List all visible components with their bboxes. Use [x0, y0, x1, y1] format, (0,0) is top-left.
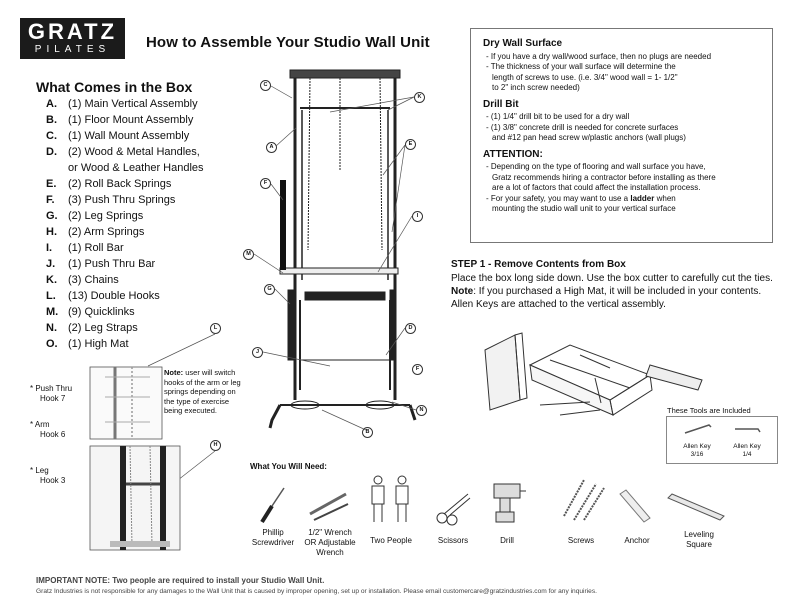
info-line: - (1) 3/8" concrete drill is needed for … [486, 122, 679, 132]
logo-line1: GRATZ [27, 19, 118, 44]
need-item-screws: Screws [567, 536, 595, 545]
callout-e: E [405, 139, 416, 150]
info-line: - (1) 1/4" drill bit to be used for a dr… [486, 112, 630, 121]
list-item: I.(1) Roll Bar [46, 242, 124, 254]
leveling-square-icon [667, 493, 725, 521]
wall-unit-diagram [268, 69, 417, 429]
user-note: Note: user will switch hooks of the arm … [164, 368, 241, 415]
box-heading: What Comes in the Box [36, 79, 193, 95]
anchor-icon [619, 489, 651, 523]
need-item-drill: Drill [500, 536, 514, 545]
info-line: and #12 pan head screw w/plastic anchors… [492, 133, 686, 142]
callout-d: D [405, 323, 416, 334]
allen-key-icon [735, 428, 761, 433]
callout-h: H [210, 440, 221, 451]
two-people-icon [371, 475, 409, 522]
info-line: - Depending on the type of flooring and … [486, 162, 706, 171]
list-item: E.(2) Roll Back Springs [46, 178, 172, 190]
info-line: Gratz recommends hiring a contractor bef… [492, 172, 716, 182]
list-item: O.(1) High Mat [46, 338, 129, 350]
callout-f2: F [412, 364, 423, 375]
list-item: L.(13) Double Hooks [46, 290, 160, 302]
info-line: - For your safety, you may want to use a… [486, 193, 676, 203]
step1-heading: STEP 1 - Remove Contents from Box [451, 259, 626, 270]
step1-body: Place the box long side down. Use the bo… [451, 273, 773, 310]
attention-heading: ATTENTION: [483, 148, 543, 160]
logo-line2: PILATES [34, 44, 111, 55]
scissors-icon [436, 493, 471, 526]
drill-icon [493, 483, 526, 523]
list-item: D.(2) Wood & Metal Handles, [46, 146, 200, 158]
callout-l: L [210, 323, 221, 334]
info-box: Dry Wall Surface - If you have a dry wal… [470, 28, 773, 243]
leg-hook-detail-image [89, 445, 181, 551]
list-item: K.(3) Chains [46, 274, 119, 286]
important-note: IMPORTANT NOTE: Two people are required … [36, 576, 325, 585]
info-line: length of screws to use. (i.e. 3/4" wood… [492, 72, 678, 82]
list-item: J.(1) Push Thru Bar [46, 258, 156, 270]
box-contents-list: A.(1) Main Vertical Assembly B.(1) Floor… [46, 96, 246, 352]
list-item: A.(1) Main Vertical Assembly [46, 98, 198, 110]
tools-included-label: These Tools are Included [667, 406, 751, 415]
info-line: to 2" inch screw needed) [492, 83, 580, 92]
list-item: F.(3) Push Thru Springs [46, 194, 176, 206]
callout-i: I [412, 211, 423, 222]
callout-m: M [243, 249, 254, 260]
callout-j: J [252, 347, 263, 358]
callout-c: C [260, 80, 271, 91]
callout-a: A [266, 142, 277, 153]
callout-n: N [416, 405, 427, 416]
list-item: N.(2) Leg Straps [46, 322, 138, 334]
info-line: mounting the studio wall unit to your ve… [492, 204, 676, 213]
allen-key-icon [684, 424, 712, 434]
info-line: are a lot of factors that could affect t… [492, 183, 701, 192]
info-line: - If you have a dry wall/wood surface, t… [486, 51, 712, 61]
list-item: M.(9) Quicklinks [46, 306, 135, 318]
need-item-two-people: Two People [370, 536, 412, 545]
gratz-logo: GRATZ PILATES [20, 18, 125, 59]
screwdriver-icon [260, 487, 285, 524]
list-item: B.(1) Floor Mount Assembly [46, 114, 194, 126]
drywall-heading: Dry Wall Surface [483, 38, 563, 49]
list-item: H.(2) Arm Springs [46, 226, 145, 238]
box-illustration [484, 332, 703, 416]
drill-bit-heading: Drill Bit [483, 98, 519, 110]
callout-f: F [260, 178, 271, 189]
list-item: G.(2) Leg Springs [46, 210, 144, 222]
callout-b: B [362, 427, 373, 438]
callout-k: K [414, 92, 425, 103]
wrench-icon [309, 492, 349, 521]
screws-icon [563, 479, 605, 521]
page-title: How to Assemble Your Studio Wall Unit [146, 34, 430, 51]
info-line: - The thickness of your wall surface wil… [486, 62, 676, 71]
callout-g: G [264, 284, 275, 295]
need-item-scissors: Scissors [437, 536, 469, 545]
list-item: Xor Wood & Leather Handles [68, 162, 204, 174]
disclaimer: Gratz Industries is not responsible for … [36, 588, 597, 595]
list-item: C.(1) Wall Mount Assembly [46, 130, 190, 142]
need-heading: What You Will Need: [250, 462, 327, 471]
hook-detail-image [89, 366, 163, 440]
need-item-anchor: Anchor [624, 536, 650, 545]
